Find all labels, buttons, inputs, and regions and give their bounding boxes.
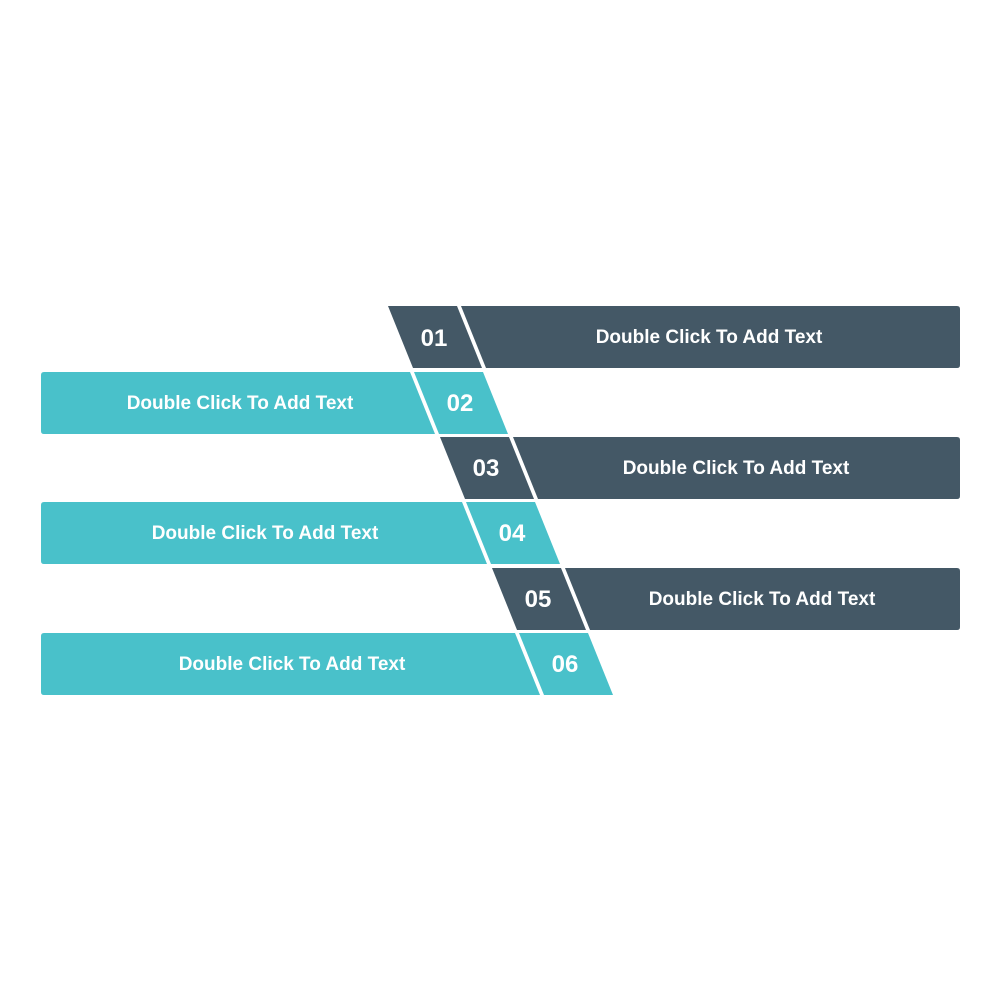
step-05-number: 05 xyxy=(525,586,552,613)
step-02-number: 02 xyxy=(447,390,474,417)
step-03: 03 Double Click To Add Text xyxy=(440,437,960,499)
step-05-label-bar xyxy=(565,568,960,630)
step-03-label-bar xyxy=(513,437,960,499)
step-03-number: 03 xyxy=(473,455,500,482)
step-02-label-bar xyxy=(41,372,435,434)
step-01: 01 Double Click To Add Text xyxy=(388,306,960,368)
step-06-label[interactable]: Double Click To Add Text xyxy=(179,654,406,675)
step-02-label[interactable]: Double Click To Add Text xyxy=(127,393,354,414)
step-04-label[interactable]: Double Click To Add Text xyxy=(152,523,379,544)
step-05-number-block xyxy=(492,568,586,630)
step-04-number-block xyxy=(466,502,560,564)
step-04-number: 04 xyxy=(499,520,526,547)
step-03-number-block xyxy=(440,437,534,499)
step-01-number: 01 xyxy=(421,325,448,352)
step-03-label[interactable]: Double Click To Add Text xyxy=(623,458,850,479)
step-05: 05 Double Click To Add Text xyxy=(492,568,960,630)
step-06: 06 Double Click To Add Text xyxy=(41,633,613,695)
step-05-label[interactable]: Double Click To Add Text xyxy=(649,589,876,610)
step-01-number-block xyxy=(388,306,482,368)
step-04: 04 Double Click To Add Text xyxy=(41,502,560,564)
step-02: 02 Double Click To Add Text xyxy=(41,372,508,434)
step-06-label-bar xyxy=(41,633,540,695)
step-06-number-block xyxy=(519,633,613,695)
step-02-number-block xyxy=(414,372,508,434)
step-01-label[interactable]: Double Click To Add Text xyxy=(596,327,823,348)
step-04-label-bar xyxy=(41,502,487,564)
step-01-label-bar xyxy=(461,306,960,368)
step-06-number: 06 xyxy=(552,651,579,678)
